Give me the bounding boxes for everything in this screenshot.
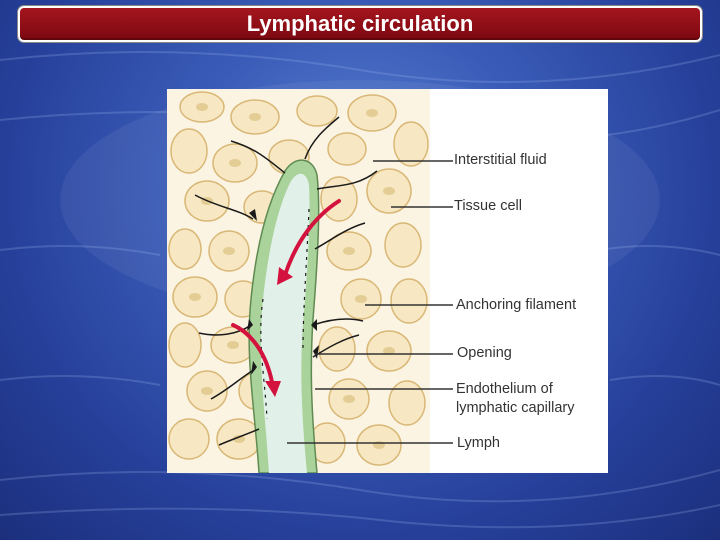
slide-title: Lymphatic circulation xyxy=(247,11,474,37)
lymphatic-capillary-diagram: Interstitial fluid Tissue cell Anchoring… xyxy=(167,89,608,473)
label-interstitial-fluid: Interstitial fluid xyxy=(454,152,547,169)
label-tissue-cell: Tissue cell xyxy=(454,198,522,215)
label-lymph: Lymph xyxy=(457,435,500,452)
label-endothelium-line2: lymphatic capillary xyxy=(456,400,574,417)
label-endothelium-line1: Endothelium of xyxy=(456,381,553,398)
slide-title-bar: Lymphatic circulation xyxy=(18,6,702,42)
label-opening: Opening xyxy=(457,345,512,362)
label-anchoring-filament: Anchoring filament xyxy=(456,297,576,314)
